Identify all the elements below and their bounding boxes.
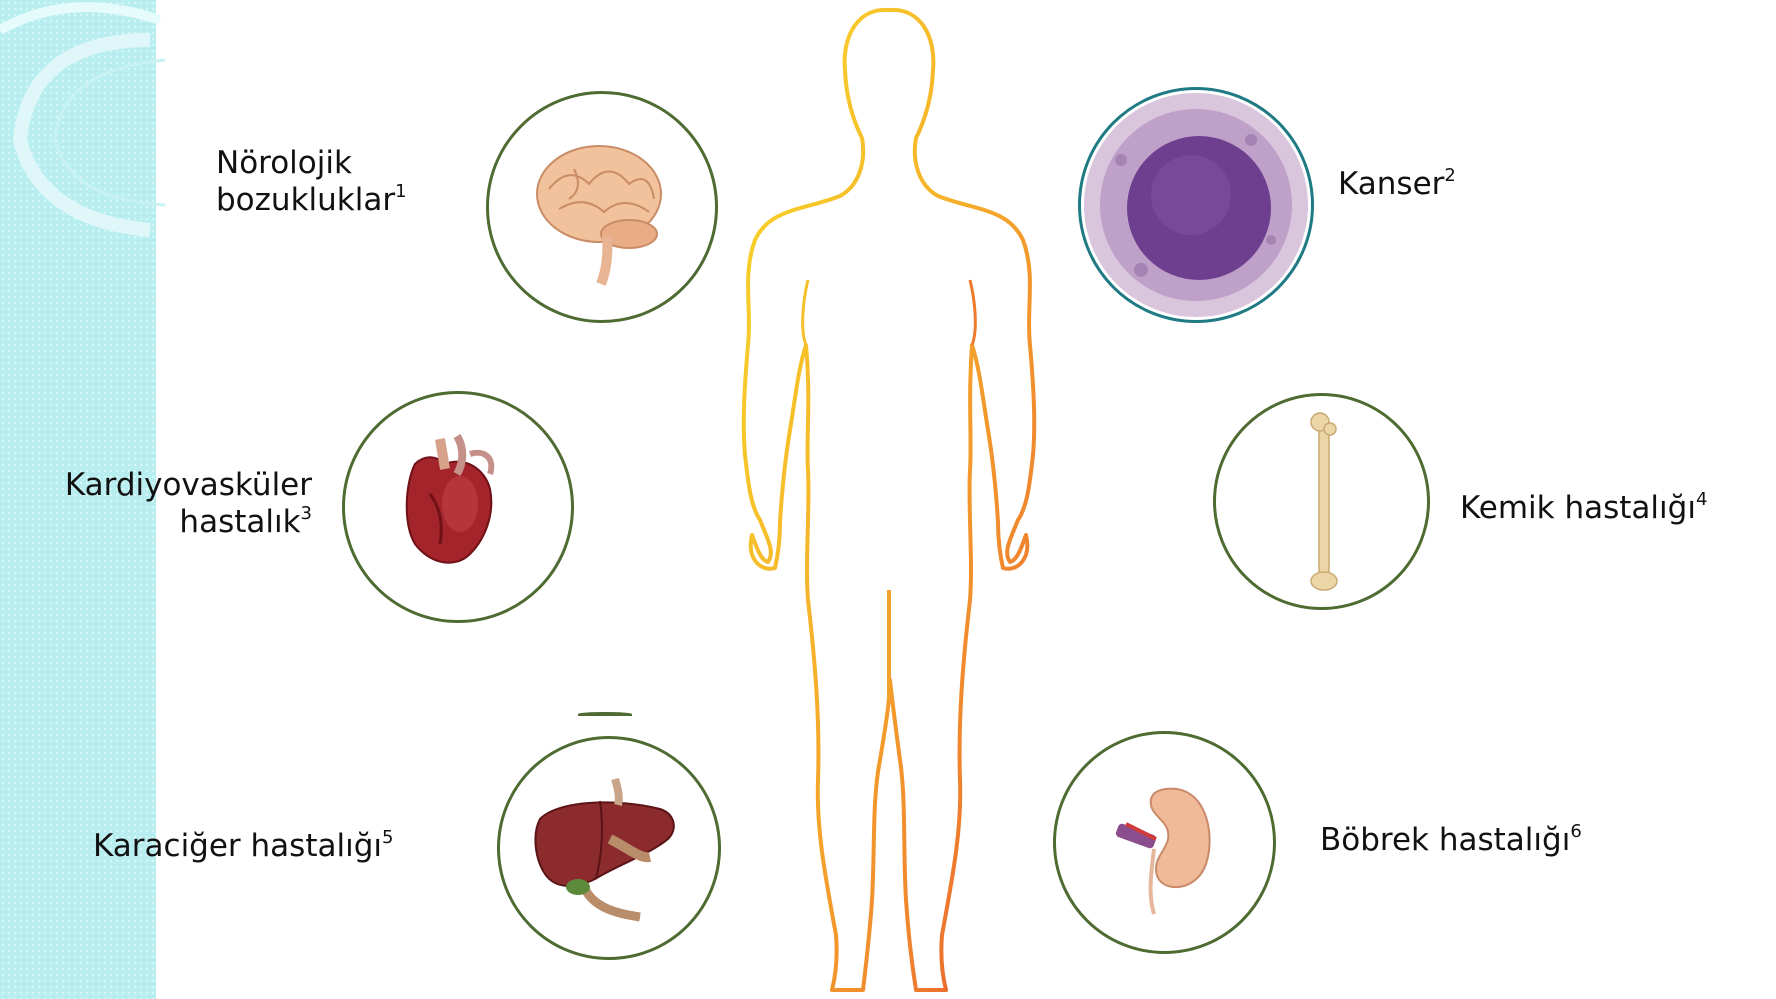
ref-3: 3 <box>301 503 312 524</box>
cancer-circle <box>1078 87 1314 323</box>
bone-circle <box>1213 393 1430 610</box>
heart-icon <box>345 394 571 620</box>
label-cancer: Kanser2 <box>1338 166 1456 203</box>
label-kidney-text: Böbrek hastalığı <box>1320 822 1570 858</box>
ref-6: 6 <box>1570 821 1581 842</box>
label-neuro-line1: Nörolojik <box>216 145 407 182</box>
bone-icon <box>1216 396 1427 607</box>
label-cardio-line2: hastalık <box>179 504 300 540</box>
label-bone-text: Kemik hastalığı <box>1460 490 1696 526</box>
label-cancer-text: Kanser <box>1338 166 1444 202</box>
label-cardio: Kardiyovasküler hastalık3 <box>65 467 312 541</box>
label-cardio-line1: Kardiyovasküler <box>65 467 312 504</box>
label-neuro: Nörolojik bozukluklar1 <box>216 145 407 219</box>
liver-circle <box>497 736 721 960</box>
heart-circle <box>342 391 574 623</box>
kidney-circle <box>1053 731 1276 954</box>
human-body-outline <box>700 0 1070 999</box>
decorative-arc <box>0 0 180 240</box>
cancer-cell-icon <box>1081 90 1311 320</box>
ref-2: 2 <box>1444 165 1455 186</box>
label-kidney: Böbrek hastalığı6 <box>1320 822 1582 859</box>
brain-icon <box>489 94 715 320</box>
kidney-icon <box>1056 734 1273 951</box>
decorative-fragment <box>578 712 632 716</box>
label-liver: Karaciğer hastalığı5 <box>93 828 393 865</box>
ref-1: 1 <box>395 181 406 202</box>
liver-icon <box>500 739 718 957</box>
label-neuro-line2: bozukluklar <box>216 182 395 218</box>
ref-5: 5 <box>382 827 393 848</box>
label-bone: Kemik hastalığı4 <box>1460 490 1707 527</box>
brain-circle <box>486 91 718 323</box>
label-liver-text: Karaciğer hastalığı <box>93 828 382 864</box>
ref-4: 4 <box>1696 489 1707 510</box>
